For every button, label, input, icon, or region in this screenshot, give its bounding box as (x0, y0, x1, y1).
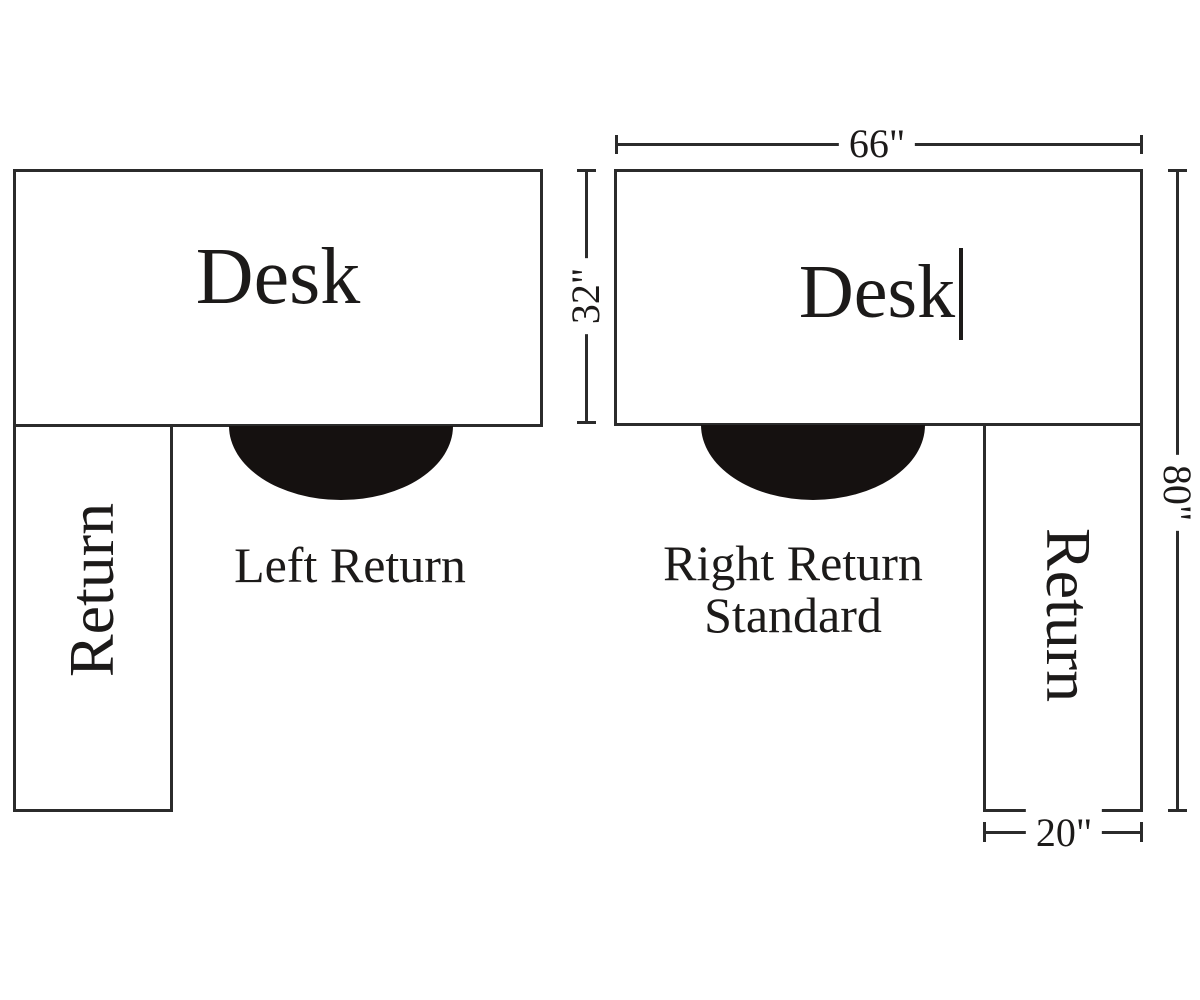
right-return-outline (983, 423, 1143, 812)
right-desk-label[interactable]: Desk (798, 250, 956, 334)
left-desk-label: Desk (195, 233, 361, 321)
dim-desk-width-tick-left (615, 135, 618, 154)
right-desk-outline (614, 169, 1143, 426)
left-config-caption: Left Return (234, 537, 466, 593)
dim-desk-depth-tick-top (577, 169, 596, 172)
dim-desk-depth-tick-bottom (577, 421, 596, 424)
dim-desk-depth-label: 32" (562, 257, 610, 335)
dim-return-width-label: 20" (1025, 809, 1103, 857)
dim-overall-depth-label: 80" (1153, 454, 1200, 532)
dim-return-width-tick-left (983, 822, 986, 842)
right-config-caption-line2: Standard (704, 587, 882, 643)
right-config-caption: Right Return Standard (663, 537, 923, 641)
dim-overall-depth-tick-top (1168, 169, 1187, 172)
dim-desk-width-tick-right (1140, 135, 1143, 154)
right-config-caption-line1: Right Return (663, 535, 923, 591)
dim-desk-width-label: 66" (838, 120, 916, 168)
chair-arc-right (701, 425, 925, 500)
left-desk-outline (13, 169, 543, 427)
dim-overall-depth-tick-bottom (1168, 809, 1187, 812)
chair-arc-left (229, 426, 453, 500)
left-return-label: Return (56, 502, 127, 678)
left-return-outline (13, 424, 173, 812)
dim-return-width-tick-right (1140, 822, 1143, 842)
right-return-label: Return (1033, 527, 1104, 703)
text-cursor (959, 248, 963, 340)
